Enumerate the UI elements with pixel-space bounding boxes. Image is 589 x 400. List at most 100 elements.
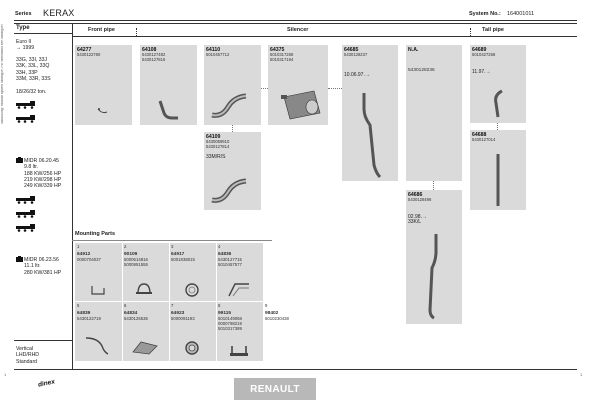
item-part-number: 90109 — [124, 252, 138, 257]
euro-norm: Euro II → 1999 — [16, 39, 35, 52]
part-codes: 5430128496 — [408, 197, 432, 202]
part-box-64686[interactable]: 64686 5430128496 02.98.→ 33K/L — [406, 190, 462, 324]
item-index: 6 — [124, 303, 127, 308]
mounting-item-7[interactable]: 7 64923 5000091193 — [170, 302, 216, 360]
front-pipe-drawing — [211, 93, 247, 118]
part-number: 64109 — [206, 134, 221, 140]
clamp-drawing — [136, 283, 152, 295]
item-codes: 5010230438 — [265, 316, 289, 321]
item-part-number: 98402 — [265, 311, 279, 316]
mounting-item-3[interactable]: 3 64917 5001838015 — [170, 244, 216, 301]
part-box-na[interactable]: N.A. 5430128236 — [406, 45, 462, 181]
flange-gasket-drawing — [185, 341, 199, 355]
part-box-64375[interactable]: 64375 5010317268 5010317194 — [268, 45, 328, 125]
system-number-value: 164001011 — [507, 11, 535, 17]
series-label: Series — [15, 11, 32, 17]
footer-rule — [14, 369, 577, 370]
engine-spec-2: MIDR 06.23.56 11.1 ltr. 280 KW/381 HP — [24, 257, 62, 276]
hanger-strap-drawing — [85, 337, 109, 355]
part-codes: 5010457712 — [206, 52, 230, 57]
side-note: Valid/Gültig: exhaust system catalogue. … — [1, 24, 4, 124]
mounting-rule — [72, 240, 272, 241]
mounting-grid-line — [216, 243, 217, 361]
vertical-pipe-alt-drawing — [428, 234, 438, 320]
part-note: 10.06.97.→ — [344, 72, 370, 78]
mounting-bracket-drawing — [228, 283, 249, 297]
item-part-number: 64834 — [124, 311, 138, 316]
connector — [261, 88, 268, 89]
item-codes: 5010149068 0000798219 5010317389 — [218, 316, 242, 331]
connector — [497, 123, 498, 130]
item-part-number: 64923 — [171, 311, 185, 316]
straight-tail-pipe-drawing — [496, 154, 500, 206]
part-box-64108[interactable]: 64108 5430127482 5430127816 — [140, 45, 197, 125]
item-index: 8 — [218, 303, 221, 308]
item-codes: 5000614816 5000951555 — [124, 257, 148, 267]
part-number: 64688 — [472, 132, 487, 138]
mounting-item-5[interactable]: 5 64839 5430122719 — [76, 302, 122, 360]
tail-pipe-drawing — [494, 89, 503, 118]
item-index: 2 — [124, 244, 127, 249]
bracket-drawing — [91, 286, 105, 295]
series-value: KERAX — [43, 8, 75, 18]
part-box-64277[interactable]: 64277 5430122780 — [75, 45, 132, 125]
mounting-grid-line — [169, 243, 170, 361]
mounting-item-1[interactable]: 1 64912 0000704037 — [76, 244, 122, 301]
mounting-item-2[interactable]: 2 90109 5000614816 5000951555 — [123, 244, 169, 301]
mounting-item-6[interactable]: 6 64834 5430125536 — [123, 302, 169, 360]
engine-icon — [16, 157, 23, 163]
connector — [433, 181, 434, 190]
item-index: 3 — [171, 244, 174, 249]
part-number: 64108 — [142, 47, 157, 53]
section-tail-pipe: Tail pipe — [482, 27, 504, 33]
type-title: Type — [16, 25, 30, 31]
front-pipe-alt-drawing — [211, 178, 247, 203]
chassis-icon — [16, 101, 35, 109]
item-codes: 5001838015 — [171, 257, 195, 262]
part-note: 11.97.→ — [472, 69, 491, 75]
connector — [232, 125, 233, 132]
item-index: 4 — [218, 244, 221, 249]
heat-shield-drawing — [132, 341, 158, 355]
vertical-pipe-drawing — [362, 93, 382, 179]
part-number: N.A. — [408, 47, 419, 53]
part-box-64688[interactable]: 64688 5430127014 — [470, 130, 526, 210]
mounting-grid-line — [263, 243, 264, 361]
item-index: 5 — [77, 303, 80, 308]
mounting-parts-title: Mounting Parts — [75, 231, 116, 237]
mounting-item-9[interactable]: 9 98402 5010230438 — [264, 302, 310, 360]
part-box-64109[interactable]: 64109 5430059910 5430127814 33M/R/S — [204, 132, 261, 210]
header-rule — [14, 20, 577, 21]
item-part-number: 64917 — [171, 252, 185, 257]
mounting-item-4[interactable]: 4 64836 5430127715 5010457577 — [217, 244, 263, 301]
dinex-logo: dinex — [37, 378, 56, 389]
page-number-right: 1 — [580, 372, 583, 377]
silencer-drawing — [281, 90, 321, 120]
item-index: 1 — [77, 244, 80, 249]
part-note: 33M/R/S — [206, 154, 226, 160]
part-box-64685[interactable]: 64685 5430128237 10.06.97.→ — [342, 45, 398, 181]
item-codes: 5430125536 — [124, 316, 148, 321]
header-rule-2 — [14, 23, 577, 24]
part-codes: 5430122780 — [77, 52, 101, 57]
chassis-icon-5 — [16, 224, 35, 232]
mount-type: Vertical LHD/RHD Standard — [16, 346, 40, 365]
item-part-number: 64912 — [77, 252, 91, 257]
part-number: 64686 — [408, 192, 423, 198]
left-panel-divider — [72, 23, 73, 369]
pipe-clip-drawing — [97, 108, 108, 114]
mounting-item-8[interactable]: 8 99115 5010149068 0000798219 5010317389 — [217, 302, 263, 360]
type-rule — [14, 33, 72, 34]
part-codes: 5010317268 5010317194 — [270, 52, 294, 62]
part-number: 64689 — [472, 47, 487, 53]
chassis-icon-4 — [16, 210, 35, 218]
part-box-64110[interactable]: 64110 5010457712 — [204, 45, 261, 125]
part-codes: 5430059910 5430127814 — [206, 139, 230, 149]
item-codes: 5430122719 — [77, 316, 101, 321]
part-codes: 5430127014 — [472, 137, 496, 142]
engine-icon-2 — [16, 256, 23, 262]
section-front-pipe: Front pipe — [88, 27, 115, 33]
mounting-grid-line — [122, 243, 123, 361]
part-note: 02.98.→ 33K/L — [408, 214, 427, 226]
part-box-64689[interactable]: 64689 5010427268 11.97.→ — [470, 45, 526, 123]
